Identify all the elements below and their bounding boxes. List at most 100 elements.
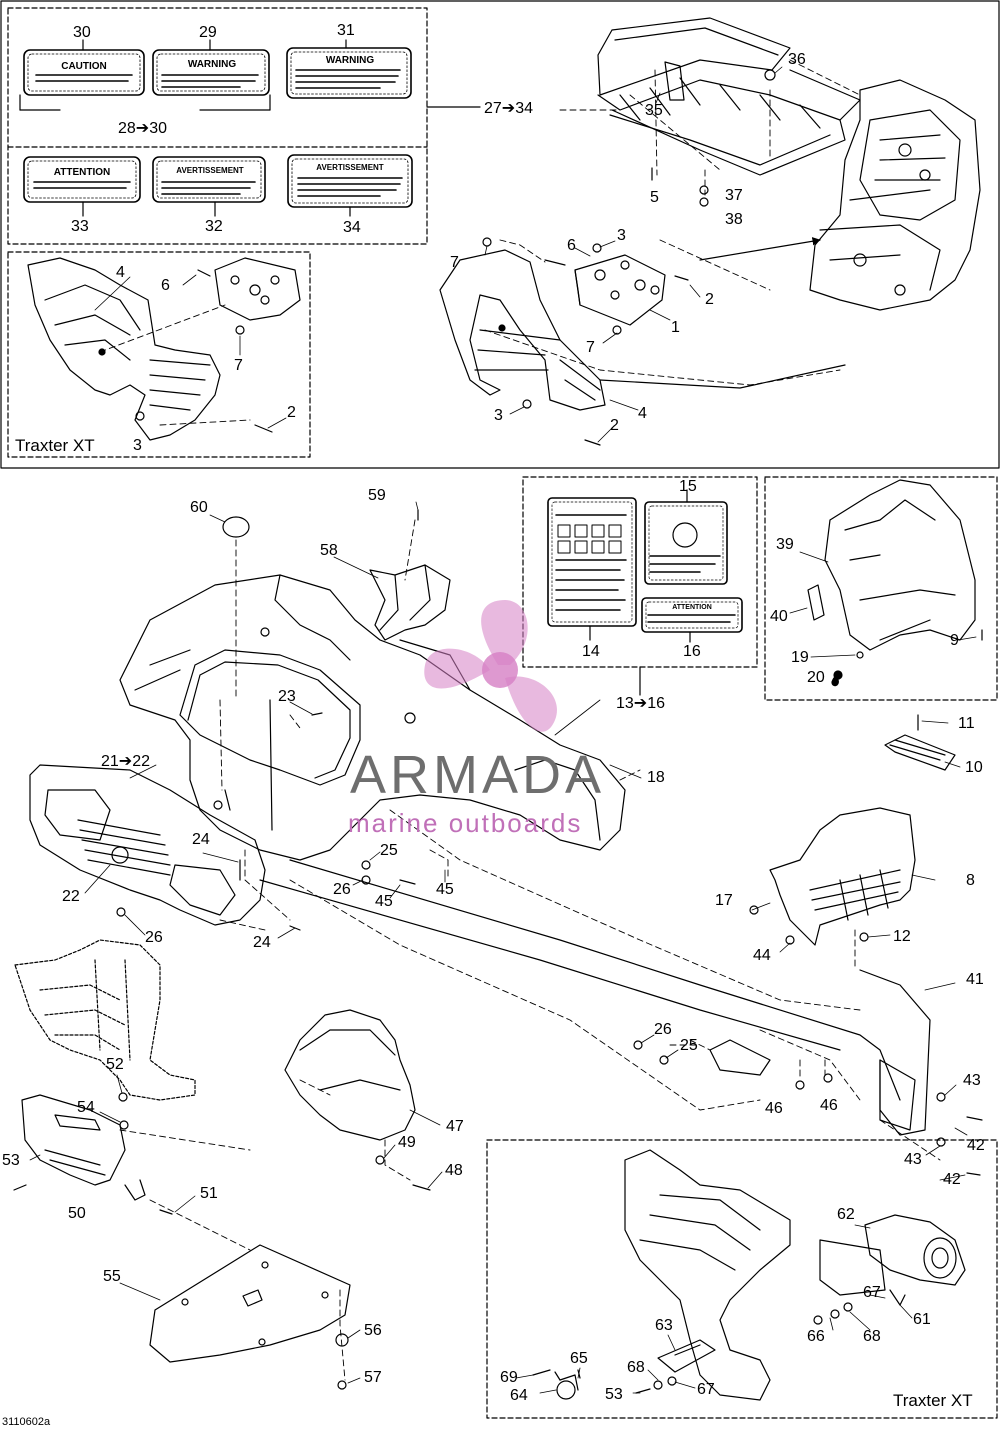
decal-14 (547, 497, 637, 627)
cover-47 (284, 1009, 416, 1141)
plate-63 (657, 1339, 716, 1373)
callout-c4b: 4 (638, 405, 647, 422)
callout-c68b: 68 (627, 1359, 645, 1376)
step-plate-10 (884, 734, 956, 771)
watermark-brand: ARMADA (350, 745, 606, 805)
callout-c29: 29 (199, 24, 217, 41)
callout-c63: 63 (655, 1317, 673, 1334)
callout-c23: 23 (278, 688, 296, 705)
callout-c27_34: 27➔34 (484, 100, 533, 117)
traxter-bumper-lower-left (14, 939, 196, 1101)
callout-c57: 57 (364, 1369, 382, 1386)
callout-c21_22: 21➔22 (101, 753, 150, 770)
callout-c46a: 46 (765, 1100, 783, 1117)
callout-c53a: 53 (2, 1152, 20, 1169)
decal-attention-33 (23, 156, 141, 203)
callout-c67a: 67 (863, 1284, 881, 1301)
callout-c6a: 6 (161, 277, 170, 294)
callout-c68a: 68 (863, 1328, 881, 1345)
callout-c51: 51 (200, 1185, 218, 1202)
callout-c45a: 45 (375, 893, 393, 910)
decal-warning-31 (286, 47, 412, 99)
front-bumper-top (439, 249, 606, 411)
callout-c38: 38 (725, 211, 743, 228)
document-id: 3110602a (2, 1416, 51, 1428)
callout-c66: 66 (807, 1328, 825, 1345)
callout-c67b: 67 (697, 1381, 715, 1398)
callout-c26b: 26 (145, 929, 163, 946)
callout-c11: 11 (958, 715, 975, 732)
callout-c46b: 46 (820, 1097, 838, 1114)
bracket-58 (369, 564, 451, 641)
winch-bumper (624, 1149, 791, 1401)
callout-c32: 32 (205, 218, 223, 235)
decal-attention16-text: ATTENTION (672, 604, 712, 611)
callout-c36: 36 (788, 51, 806, 68)
callout-c2c: 2 (610, 417, 619, 434)
callout-c58: 58 (320, 542, 338, 559)
side-panel-39 (807, 479, 976, 651)
callout-c64: 64 (510, 1387, 528, 1404)
callout-c60: 60 (190, 499, 208, 516)
bottom-variant-title: Traxter XT (893, 1391, 973, 1410)
decal-caution-text: CAUTION (61, 61, 107, 72)
decal-group-box (7, 7, 428, 245)
callout-c55: 55 (103, 1268, 121, 1285)
callout-c7b: 7 (450, 254, 459, 271)
watermark-logo (424, 600, 557, 732)
callout-c8: 8 (966, 872, 975, 889)
callout-c2b: 2 (705, 291, 714, 308)
decal-avert32-text: AVERTISSEMENT (176, 166, 244, 175)
decal-15 (644, 501, 728, 585)
callout-c10: 10 (965, 759, 983, 776)
callout-c9: 9 (950, 632, 959, 649)
decal-caution (23, 49, 145, 96)
decal-warning31-text: WARNING (326, 55, 375, 66)
traxter-bumper-top-left (27, 257, 301, 441)
callout-c42a: 42 (967, 1137, 985, 1154)
decal-avert-32 (152, 156, 266, 203)
callout-c53b: 53 (605, 1386, 623, 1403)
callout-c37: 37 (725, 187, 743, 204)
callout-c34: 34 (343, 219, 361, 236)
callout-c31: 31 (337, 22, 355, 39)
callout-c1: 1 (671, 319, 680, 336)
decal-16 (641, 597, 743, 633)
callout-c43b: 43 (904, 1151, 922, 1168)
callout-c20: 20 (807, 669, 825, 686)
mount-plate-1 (574, 254, 666, 326)
callout-c22: 22 (62, 888, 80, 905)
callout-c49: 49 (398, 1134, 416, 1151)
callout-c3b: 3 (617, 227, 626, 244)
callout-c42b: 42 (943, 1171, 961, 1188)
footrest-8 (769, 807, 916, 946)
decal-warning29-text: WARNING (188, 59, 237, 70)
callout-c59: 59 (368, 487, 386, 504)
callout-c24b: 24 (253, 934, 271, 951)
cap-60 (222, 516, 250, 538)
callout-c5: 5 (650, 189, 659, 206)
winch-62 (819, 1214, 966, 1306)
callout-c12: 12 (893, 928, 911, 945)
callout-c3a: 3 (133, 437, 142, 454)
fasteners (13, 69, 983, 1394)
callout-c26a: 26 (333, 881, 351, 898)
callout-c33: 33 (71, 218, 89, 235)
side-panel-box (764, 476, 998, 701)
callout-c54: 54 (77, 1099, 95, 1116)
frame-assembly (809, 79, 981, 311)
callout-c6b: 6 (567, 237, 576, 254)
callout-c17: 17 (715, 892, 733, 909)
rear-rack (597, 17, 861, 176)
callout-c47: 47 (446, 1118, 464, 1135)
top-variant-title: Traxter XT (15, 436, 95, 455)
callout-c48: 48 (445, 1162, 463, 1179)
callout-c7a: 7 (234, 357, 243, 374)
watermark-tagline: marine outboards (348, 808, 583, 838)
callout-c62: 62 (837, 1206, 855, 1223)
callout-c24a: 24 (192, 831, 210, 848)
callout-c69: 69 (500, 1369, 518, 1386)
callout-c25a: 25 (380, 842, 398, 859)
decal-attention33-text: ATTENTION (54, 167, 110, 178)
